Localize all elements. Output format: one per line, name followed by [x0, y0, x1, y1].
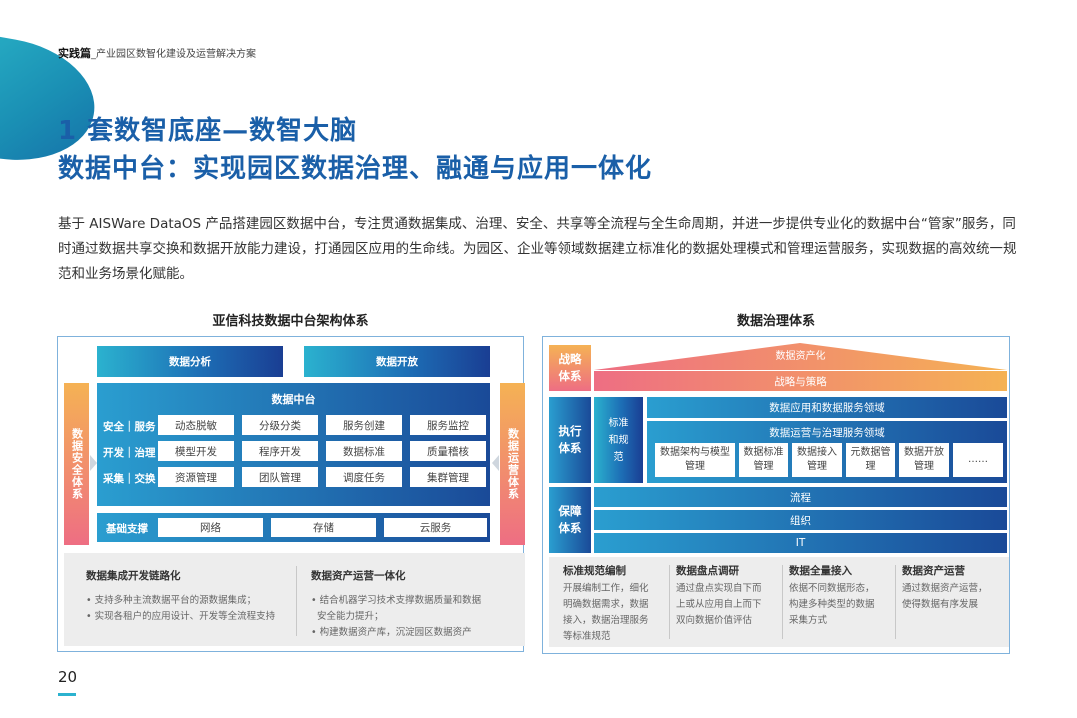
base-support-label: 基础支撑	[106, 523, 148, 535]
platform-cell: 集群管理	[410, 467, 486, 487]
page-number: 20	[58, 668, 78, 686]
side-security-system: 数据安全体系	[64, 383, 89, 545]
block-standards: 标准和规范	[594, 397, 643, 483]
ops-item: 数据架构与模型管理	[655, 443, 735, 477]
roof-asset-label: 数据资产化	[775, 351, 826, 362]
ops-item: 数据标准管理	[739, 443, 788, 477]
ops-item: ……	[953, 443, 1003, 477]
ops-item: 数据接入管理	[792, 443, 842, 477]
platform-cell: 团队管理	[242, 467, 318, 487]
note-integration: 数据集成开发链路化 • 支持多种主流数据平台的源数据集成； • 实现各租户的应用…	[86, 570, 276, 622]
governance-note: 数据全量接入依据不同数据形态，构建多种类型的数据采集方式	[789, 565, 875, 626]
right-diagram-title: 数据治理体系	[736, 314, 815, 329]
platform-cell: 程序开发	[242, 441, 318, 461]
platform-cell: 服务创建	[326, 415, 402, 435]
label-execution-system: 执行体系	[549, 397, 591, 483]
notes-divider	[895, 565, 896, 639]
platform-cell: 调度任务	[326, 467, 402, 487]
block-data-analysis: 数据分析	[97, 346, 283, 377]
roof-shape	[594, 343, 1007, 370]
governance-note: 数据资产运营通过数据资产运营，使得数据有序发展	[902, 565, 988, 610]
governance-note: 标准规范编制开展编制工作，细化明确数据需求，数据接入，数据治理服务等标准规范	[563, 565, 649, 642]
arrow-right-icon	[90, 455, 97, 471]
right-bottom-notes: 标准规范编制开展编制工作，细化明确数据需求，数据接入，数据治理服务等标准规范数据…	[549, 557, 1009, 647]
heading-line-1: 1 套数智底座—数智大脑	[58, 116, 358, 146]
platform-cell: 动态脱敏	[158, 415, 234, 435]
platform-cell: 服务监控	[410, 415, 486, 435]
ops-governance-block: 数据运营与治理服务领域 数据架构与模型管理数据标准管理数据接入管理元数据管理数据…	[647, 421, 1007, 483]
ops-item: 元数据管理	[846, 443, 895, 477]
page-number-underline	[58, 693, 76, 696]
platform-cell: 资源管理	[158, 467, 234, 487]
heading-line-2: 数据中台：实现园区数据治理、融通与应用一体化	[58, 154, 653, 184]
side-operation-system: 数据运营体系	[500, 383, 525, 545]
governance-note: 数据盘点调研通过盘点实现自下而上或从应用自上而下双向数据价值评估	[676, 565, 762, 626]
row-label: 安全｜服务	[103, 421, 156, 433]
base-support-row: 基础支撑 网络 存储 云服务	[97, 513, 490, 542]
band-it: IT	[594, 533, 1007, 553]
block-data-open: 数据开放	[304, 346, 490, 377]
band-application-domain: 数据应用和数据服务领域	[647, 397, 1007, 418]
data-middle-platform-block: 数据中台 安全｜服务动态脱敏分级分类服务创建服务监控开发｜治理模型开发程序开发数…	[97, 383, 490, 506]
label-guarantee-system: 保障体系	[549, 487, 591, 553]
base-cell-cloud: 云服务	[384, 518, 487, 537]
platform-cell: 数据标准	[326, 441, 402, 461]
band-organization: 组织	[594, 510, 1007, 530]
left-bottom-notes: 数据集成开发链路化 • 支持多种主流数据平台的源数据集成； • 实现各租户的应用…	[64, 553, 525, 646]
notes-divider	[782, 565, 783, 639]
row-label: 开发｜治理	[103, 447, 156, 459]
row-label: 采集｜交换	[103, 473, 156, 485]
right-diagram-panel: 战略体系 数据资产化 战略与策略 执行体系 标准和规范 数据应用和数据服务领域 …	[542, 336, 1010, 654]
platform-cell: 质量稽核	[410, 441, 486, 461]
arrow-left-icon	[492, 455, 499, 471]
notes-divider	[669, 565, 670, 639]
base-cell-network: 网络	[158, 518, 263, 537]
ops-governance-title: 数据运营与治理服务领域	[769, 427, 885, 439]
left-diagram-panel: 数据分析 数据开放 数据安全体系 数据运营体系 数据中台 安全｜服务动态脱敏分级…	[57, 336, 525, 652]
label-strategy-system: 战略体系	[549, 345, 591, 391]
left-diagram-title: 亚信科技数据中台架构体系	[212, 314, 369, 329]
ops-item: 数据开放管理	[899, 443, 949, 477]
data-middle-platform-title: 数据中台	[271, 393, 316, 406]
band-process: 流程	[594, 487, 1007, 507]
base-cell-storage: 存储	[271, 518, 376, 537]
note-asset-operation: 数据资产运营一体化 • 结合机器学习技术支撑数据质量和数据 安全能力提升； • …	[311, 570, 482, 638]
platform-cell: 模型开发	[158, 441, 234, 461]
running-header: 实践篇_产业园区数智化建设及运营解决方案	[58, 47, 256, 60]
notes-divider	[296, 566, 297, 636]
platform-cell: 分级分类	[242, 415, 318, 435]
band-strategy: 战略与策略	[594, 371, 1007, 391]
intro-paragraph: 基于 AISWare DataOS 产品搭建园区数据中台，专注贯通数据集成、治理…	[58, 216, 1017, 282]
